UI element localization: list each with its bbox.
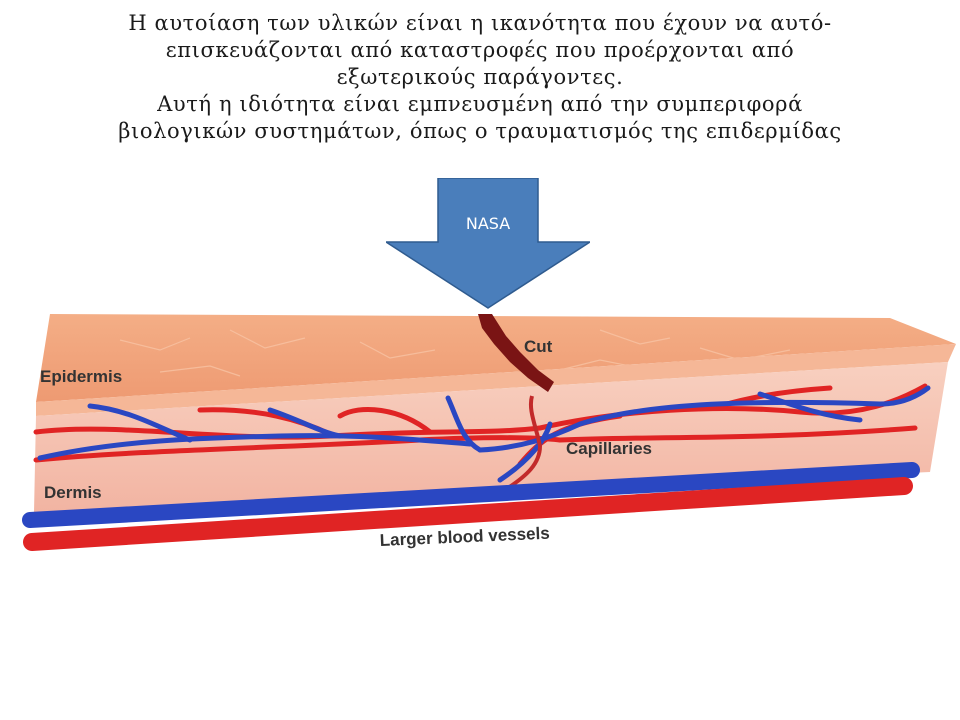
epidermis-surface bbox=[36, 314, 956, 402]
heading-line: βιολογικών συστημάτων, όπως ο τραυματισμ… bbox=[118, 119, 842, 143]
cut-label: Cut bbox=[524, 337, 553, 356]
vein-large bbox=[22, 462, 920, 528]
heading-line: εξωτερικούς παράγοντες. bbox=[336, 65, 624, 89]
dermis-label: Dermis bbox=[44, 483, 102, 502]
epidermis-front bbox=[36, 344, 956, 416]
heading-line: επισκευάζονται από καταστροφές που προέρ… bbox=[165, 38, 795, 62]
vessels-label: Larger blood vessels bbox=[379, 524, 550, 550]
arrow-label: NASA bbox=[465, 214, 511, 233]
cut-wound bbox=[478, 314, 554, 392]
epidermis-label: Epidermis bbox=[40, 367, 122, 386]
capillaries-label: Capillaries bbox=[566, 439, 652, 458]
artery-large bbox=[23, 477, 913, 551]
heading-text: Η αυτοίαση των υλικών είναι η ικανότητα … bbox=[40, 10, 920, 145]
cut-clot bbox=[506, 395, 543, 490]
heading-line: Αυτή η ιδιότητα είναι εμπνευσμένη από τη… bbox=[157, 92, 803, 116]
skin-diagram: Cut Epidermis Capillaries Dermis Larger … bbox=[22, 314, 956, 551]
down-arrow-icon bbox=[386, 178, 590, 309]
heading-line: Η αυτοίαση των υλικών είναι η ικανότητα … bbox=[128, 11, 832, 35]
